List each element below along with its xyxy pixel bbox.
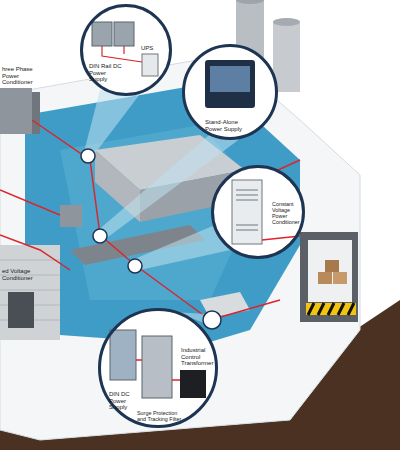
callout-label: Constant Voltage Power Conditioner [272,202,304,226]
transformer [180,370,206,398]
equipment-label: hree Phase Power Conditioner [2,66,46,86]
machine [60,205,82,227]
cabinet [8,292,34,328]
callout-circle: DIN Rail DC Power Supply UPS [80,4,172,96]
callout-label: Stand-Alone Power Supply [205,119,247,132]
callout-label: Surge Protection and Tracking Filter [137,411,183,423]
callout-label: DIN DC Power Supply [109,391,141,411]
stand-alone-supply [205,60,255,108]
callout-circle: Stand-Alone Power Supply [182,44,278,140]
equipment-label: ed Voltage Conditioner [2,268,36,281]
surge-filter [142,336,172,398]
stone-wall [0,245,60,340]
power-conditioner [232,180,262,244]
callout-label: Industrial Control Transformer [181,347,213,367]
marker-circle [81,149,221,329]
callout-label: DIN Rail DC Power Supply [89,63,125,83]
ups [142,54,158,76]
callout-circle: DIN DC Power SupplySurge Protection and … [98,308,218,428]
power-wire [0,120,300,320]
callout-label: UPS [141,45,163,52]
cabinet [0,88,32,134]
building [0,55,360,440]
din-supply [110,330,136,380]
callout-circle: Constant Voltage Power Conditioner [211,165,305,259]
din-supply [92,22,112,46]
loading-door [300,232,358,322]
